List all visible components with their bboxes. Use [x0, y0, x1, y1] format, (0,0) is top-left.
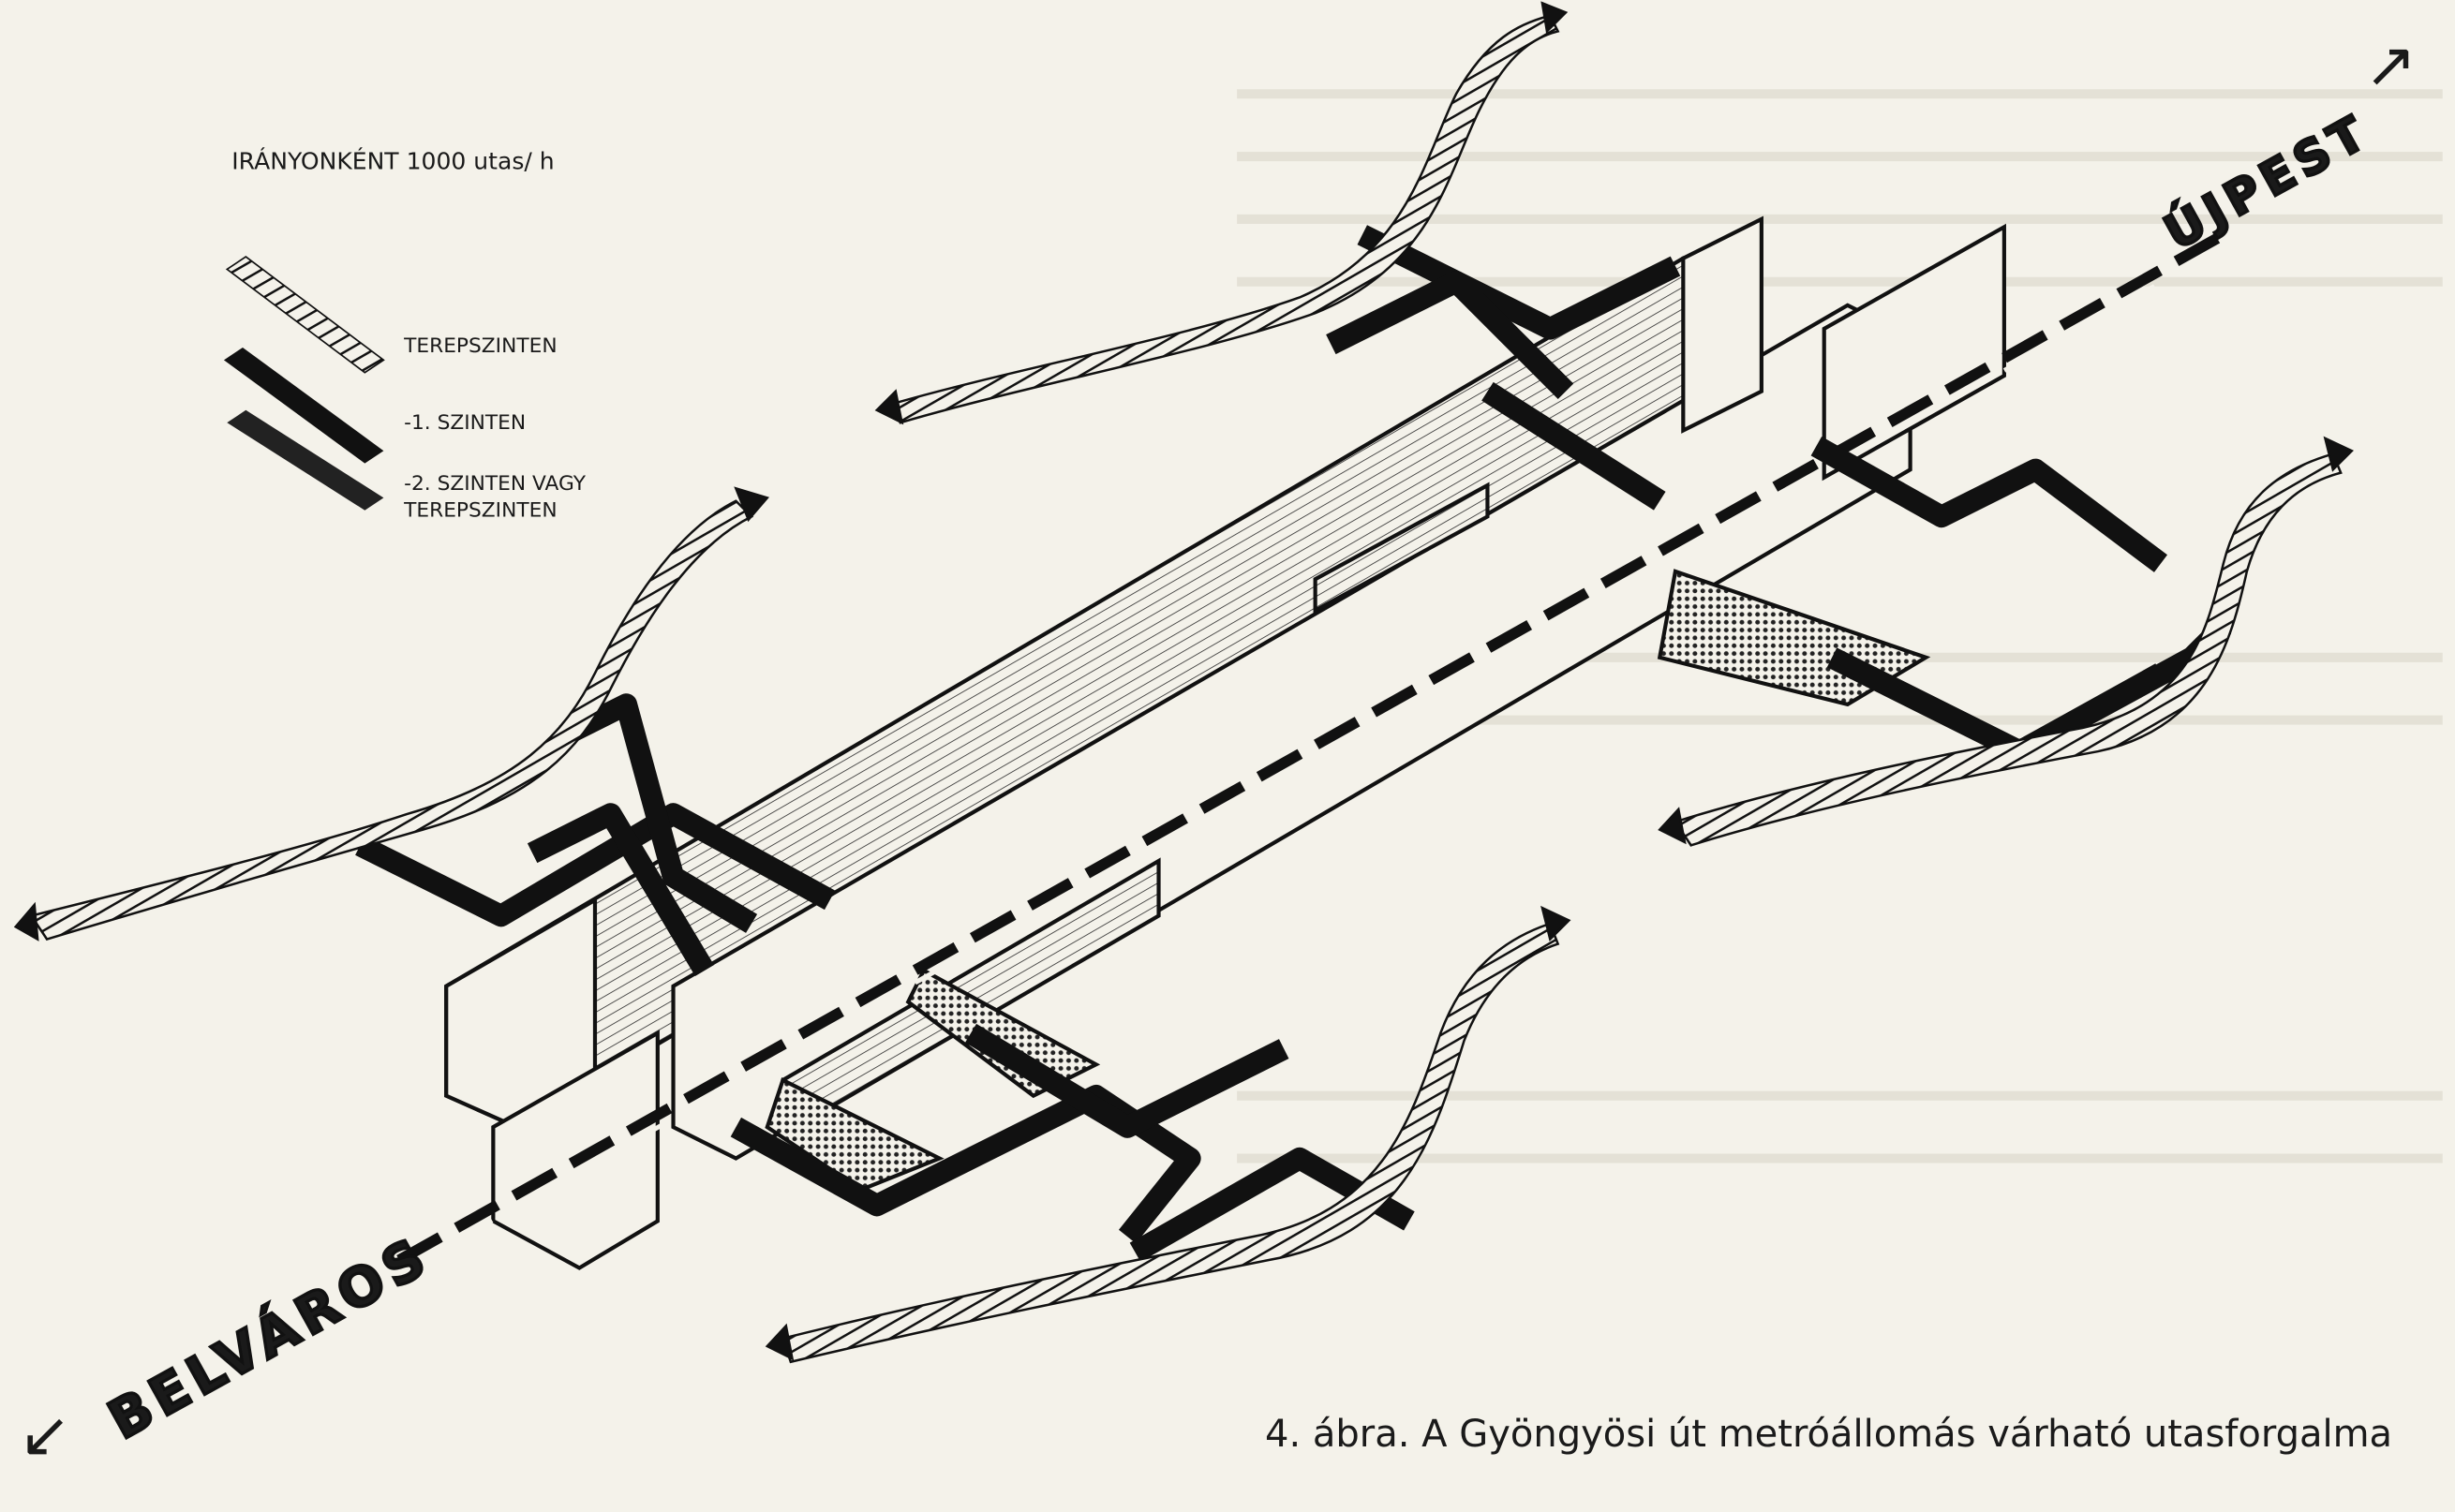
- arrow-northeast-icon: ↗: [2364, 28, 2417, 101]
- legend-label-level1: -1. SZINTEN: [404, 411, 526, 435]
- legend-swatch-level1: [223, 347, 384, 464]
- legend-label-level2-line2: TEREPSZINTEN: [403, 498, 557, 522]
- level-1-passages: [355, 225, 2232, 1262]
- exit-east: [1658, 436, 2354, 847]
- exit-north: [874, 1, 1569, 425]
- legend-title: IRÁNYONKÉNT 1000 utas/ h: [231, 147, 554, 174]
- legend-label-level2: -2. SZINTEN VAGY: [404, 472, 587, 496]
- label-ujpest: ÚJPEST: [2155, 103, 2379, 260]
- arrow-southwest-icon: ↙: [19, 1398, 71, 1471]
- direction-ujpest: ÚJPEST ↗: [2153, 28, 2417, 262]
- direction-belvaros: ↙ BELVÁROS: [19, 1222, 442, 1471]
- exit-northwest: [13, 486, 769, 941]
- legend: IRÁNYONKÉNT 1000 utas/ h TEREPSZINTEN -1…: [223, 147, 587, 522]
- figure-caption: 4. ábra. A Gyöngyösi út metróállomás vár…: [1265, 1413, 2393, 1456]
- station-hall: [444, 215, 2006, 1270]
- legend-label-ground: TEREPSZINTEN: [403, 334, 557, 358]
- label-belvaros: BELVÁROS: [97, 1223, 440, 1451]
- legend-swatch-hatched: [225, 256, 385, 374]
- metro-track: [396, 230, 2226, 1275]
- exit-south: [765, 905, 1571, 1364]
- legend-swatch-level2: [227, 409, 384, 511]
